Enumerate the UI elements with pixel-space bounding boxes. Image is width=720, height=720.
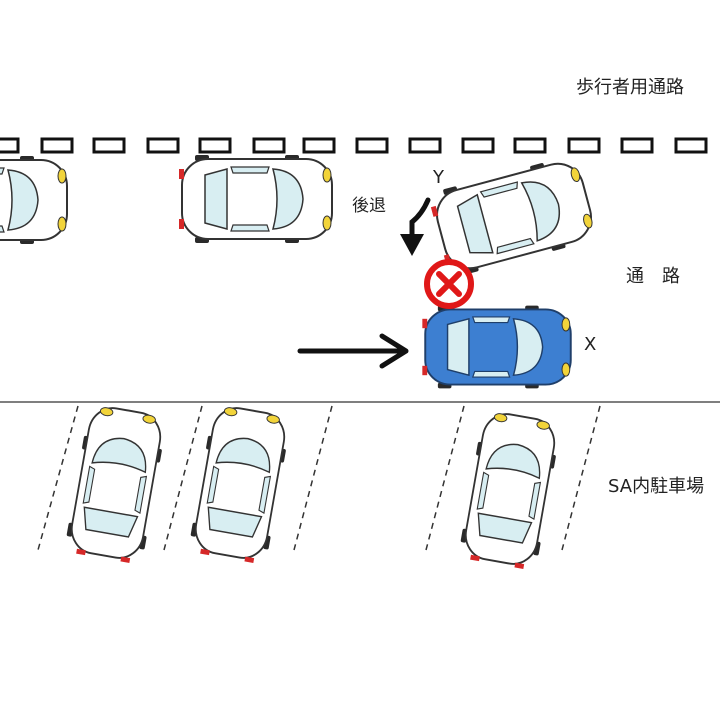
- car-x-label: X: [584, 334, 596, 355]
- lot-car-2: [186, 402, 293, 567]
- lot-car-1: [62, 402, 169, 567]
- parking-space-lines: [37, 405, 601, 551]
- red-circle-x-icon: [424, 259, 474, 309]
- arrow-right-icon: [297, 333, 409, 369]
- passage-label: 通 路: [626, 266, 680, 287]
- parking-area-label: SA内駐車場: [608, 476, 704, 497]
- car-x: [421, 304, 572, 390]
- reverse-label: 後退: [352, 196, 386, 216]
- sidewalk-label: 歩行者用通路: [576, 77, 684, 98]
- car-y-label: Y: [432, 167, 445, 188]
- parked-car-left-edge: [0, 155, 68, 245]
- lot-car-3: [456, 408, 563, 573]
- sidewalk-boundary: [0, 137, 708, 154]
- parked-car-center: [178, 154, 333, 244]
- curved-arrow-down-icon: [400, 197, 431, 256]
